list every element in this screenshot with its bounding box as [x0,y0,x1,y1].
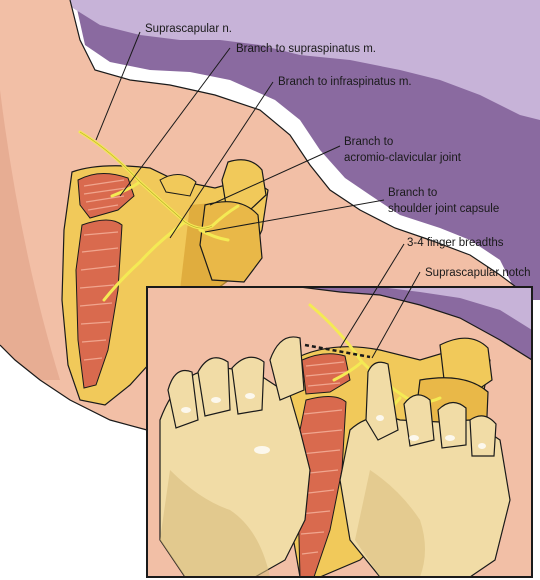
nerve-outlines [79,131,213,229]
right-finger-2 [403,394,435,447]
inset-infraspinatus [297,396,347,577]
label-ac-joint-line2: acromio-clavicular joint [344,152,462,164]
right-hand [339,361,511,577]
nerve-branch-infraspinatus [102,220,187,302]
leader-supraspinatus [119,47,231,197]
leader-infraspinatus [169,81,274,239]
label-shoulder-line1: Branch to [388,187,437,199]
leader-finger-breadths [339,243,405,349]
right-finger-4 [469,415,497,457]
infraspinatus-fibers [79,231,119,361]
leader-notch [371,271,421,359]
label-suprascapular-n: Suprascapular n. [145,23,232,35]
left-finger-3 [231,356,265,415]
labels: Suprascapular n. Branch to supraspinatus… [145,23,530,279]
left-hand-shadow [160,470,270,577]
label-branch-infraspinatus: Branch to infraspinatus m. [278,76,412,88]
right-knuckle-highlights [376,415,486,449]
inset-supraspinatus-fibers [305,361,347,387]
left-finger-1 [167,369,199,429]
skin-shadow [0,90,60,380]
label-ac-joint-line1: Branch to [344,136,393,148]
skin-outline-left [0,344,148,431]
skin-contour [69,0,521,291]
left-knuckle-highlights [181,393,270,454]
inset-border [146,286,533,578]
label-suprascapular-notch: Suprascapular notch [425,267,530,279]
leader-suprascapular-n [95,31,141,141]
right-finger-3 [437,401,467,449]
left-finger-4 [269,336,305,401]
subcutaneous-layer [60,0,540,120]
nerve-branch-supraspinatus [110,180,142,198]
leader-ac-joint [209,145,341,206]
label-finger-breadths: 3-4 finger breadths [407,237,504,249]
supraspinatus-fibers [83,179,127,211]
muscles [75,173,135,389]
inset-deep-band [300,287,532,360]
left-hand [159,336,311,577]
inset-nerve-branch-up [332,360,364,382]
right-hand-shadow [355,470,425,577]
label-branch-supraspinatus: Branch to supraspinatus m. [236,43,376,55]
inset-panel [146,286,533,578]
coracoid [159,174,197,197]
leader-shoulder [204,199,385,233]
right-index-finger [365,361,399,441]
nerve-branch-shoulder [198,228,230,242]
left-finger-2 [197,357,231,417]
inset-skin-contour [299,287,532,361]
leader-lines [95,31,421,359]
nerve-branch-ac-joint [210,204,240,228]
label-shoulder-line2: shoulder joint capsule [388,203,499,215]
inset-lavender [380,287,532,330]
glenoid [199,201,263,283]
